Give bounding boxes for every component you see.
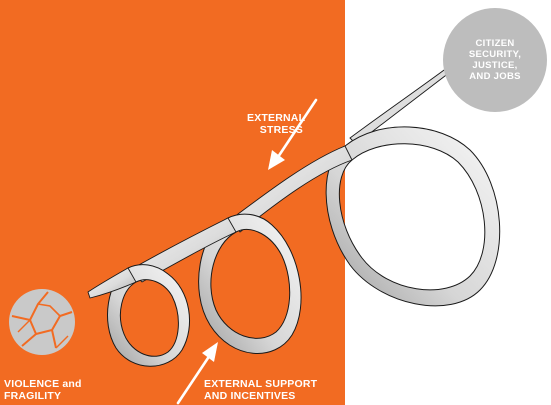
- broken-globe-icon: [9, 289, 75, 355]
- external-support-label: EXTERNAL SUPPORT AND INCENTIVES: [204, 378, 344, 402]
- external-stress-label: EXTERNAL STRESS: [247, 112, 306, 136]
- ribbon-link-1: [129, 217, 237, 283]
- external-stress-line-1: EXTERNAL: [247, 112, 306, 124]
- ribbon-loop-large: [325, 126, 501, 307]
- citizen-line-1: CITIZEN: [475, 38, 515, 49]
- arrow-up-right-icon: [176, 342, 218, 405]
- ribbon-loop-small: [107, 264, 190, 367]
- citizen-line-2: SECURITY,: [468, 49, 522, 60]
- external-support-line-1: EXTERNAL SUPPORT: [204, 378, 318, 390]
- violence-line-2: FRAGILITY: [4, 390, 62, 402]
- external-stress-line-2: STRESS: [259, 124, 303, 136]
- arrow-down-left-icon: [268, 98, 318, 170]
- ribbon-loop-medium: [198, 213, 302, 354]
- violence-line-1: VIOLENCE and: [4, 378, 82, 390]
- external-support-line-2: AND INCENTIVES: [204, 390, 296, 402]
- ribbon-start: [87, 267, 137, 299]
- citizen-circle: CITIZEN SECURITY, JUSTICE, AND JOBS: [443, 8, 547, 112]
- citizen-line-4: AND JOBS: [469, 71, 521, 82]
- ribbon-link-2: [229, 145, 353, 233]
- citizen-line-3: JUSTICE,: [472, 60, 518, 71]
- violence-fragility-label: VIOLENCE and FRAGILITY: [4, 378, 104, 402]
